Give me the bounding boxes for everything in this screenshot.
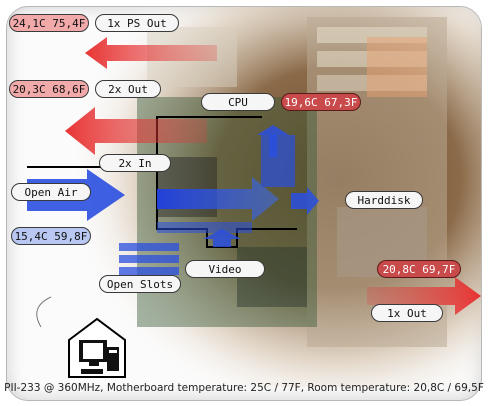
caption: PII-233 @ 360MHz, Motherboard temperatur… <box>4 382 484 394</box>
case-out-arrow <box>65 107 207 155</box>
harddisk-arrow <box>291 187 319 215</box>
intake-temp-label: 15,4C 59,8F <box>11 227 91 245</box>
cpu-label: CPU <box>201 93 275 111</box>
cpu-temp-label: 19,6C 67,3F <box>281 93 361 111</box>
video-arrow <box>203 229 241 247</box>
slots-arrow <box>119 243 179 251</box>
psu-temp-label: 24,1C 75,4F <box>9 14 89 32</box>
ps-out-label: 1x PS Out <box>95 14 179 32</box>
case-out-temp-label: 20,3C 68,6F <box>9 80 89 98</box>
photo-card: 24,1C 75,4F 1x PS Out 20,3C 68,6F 2x Out… <box>6 6 482 401</box>
rear-temp-label: 20,8C 69,7F <box>377 260 461 278</box>
open-air-label: Open Air <box>11 183 91 201</box>
case-in-label: 2x In <box>99 154 171 172</box>
intake-arrow <box>157 177 279 221</box>
case-out-label: 2x Out <box>95 80 161 98</box>
ps-out-arrow <box>85 37 217 69</box>
video-label: Video <box>185 260 265 278</box>
computer-house-icon <box>36 296 126 378</box>
rear-out-arrow <box>367 277 481 315</box>
open-slots-label: Open Slots <box>99 275 181 293</box>
harddisk-label: Harddisk <box>345 191 423 209</box>
rear-out-label: 1x Out <box>371 304 443 322</box>
